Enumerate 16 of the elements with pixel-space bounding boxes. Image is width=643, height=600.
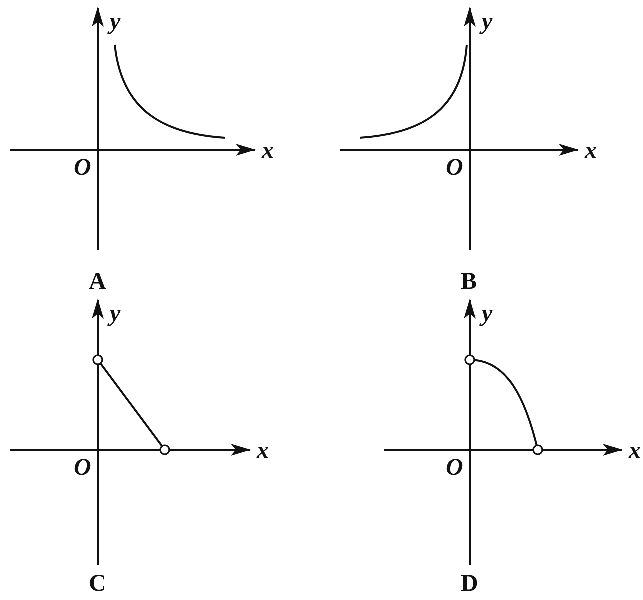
origin-label: O xyxy=(74,456,92,480)
axis-label: y xyxy=(110,10,121,34)
option-label: D xyxy=(461,572,478,596)
axis-label: y xyxy=(482,302,493,326)
option-label: B xyxy=(461,270,478,294)
axis-label: x xyxy=(257,439,269,463)
axis-label: y xyxy=(110,302,121,326)
axis-label: y xyxy=(482,10,493,34)
origin-label: O xyxy=(446,456,464,480)
origin-label: O xyxy=(446,156,464,180)
axis-label: x xyxy=(585,139,597,163)
origin-label: O xyxy=(74,156,92,180)
option-label: A xyxy=(89,270,106,294)
axis-label: x xyxy=(262,139,274,163)
option-label: C xyxy=(89,572,106,596)
axis-label: x xyxy=(629,439,641,463)
